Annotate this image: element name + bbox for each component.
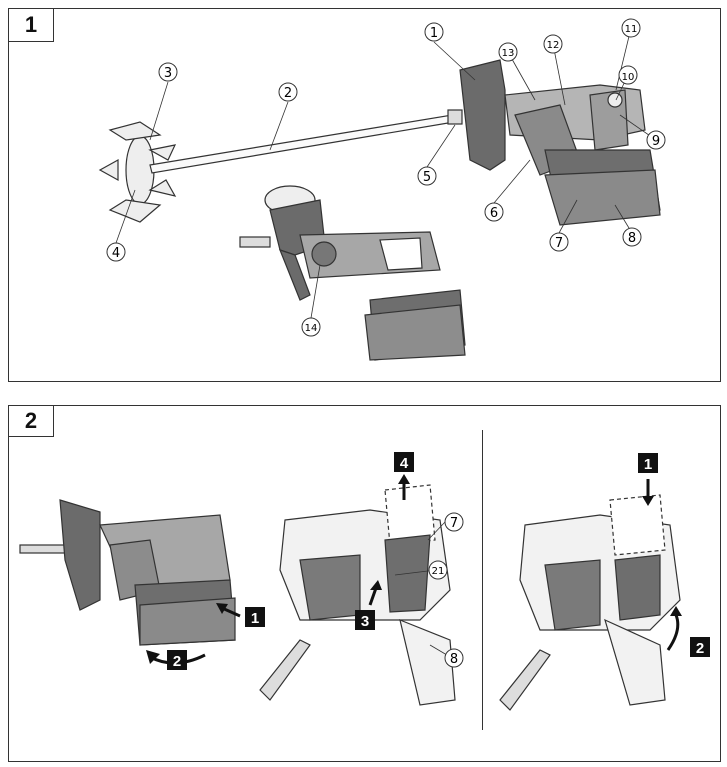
fig2-callout-7: 7 <box>444 512 464 532</box>
fig2-callout-8: 8 <box>444 648 464 668</box>
svg-text:6: 6 <box>490 206 498 221</box>
figure-1-number: 1 <box>24 12 38 37</box>
svg-text:3: 3 <box>361 613 369 630</box>
svg-text:21: 21 <box>432 566 445 577</box>
svg-text:8: 8 <box>450 652 458 667</box>
svg-text:13: 13 <box>502 48 515 59</box>
svg-text:2: 2 <box>173 653 181 670</box>
svg-text:1: 1 <box>644 456 652 473</box>
callout-12: 12 <box>543 34 563 54</box>
svg-text:1: 1 <box>430 26 438 41</box>
svg-text:4: 4 <box>112 246 120 261</box>
middle-step-4: 4 <box>394 452 414 472</box>
svg-text:2: 2 <box>696 640 704 657</box>
callout-4: 4 <box>106 242 126 262</box>
callout-13: 13 <box>498 42 518 62</box>
svg-text:5: 5 <box>423 170 431 185</box>
fig2-right-tool <box>499 494 681 711</box>
right-step-1: 1 <box>638 453 658 473</box>
callout-6: 6 <box>484 202 504 222</box>
callout-10: 10 <box>618 65 638 85</box>
svg-text:7: 7 <box>450 516 458 531</box>
svg-text:14: 14 <box>305 323 318 334</box>
callout-7: 7 <box>549 232 569 252</box>
left-step-1: 1 <box>245 607 265 627</box>
figure-2-divider <box>482 430 483 730</box>
mixing-paddle <box>98 121 177 223</box>
left-step-2: 2 <box>167 650 187 670</box>
figure-2-number: 2 <box>24 408 38 433</box>
fig2-callout-21: 21 <box>428 560 448 580</box>
mixing-shaft <box>149 109 463 174</box>
svg-text:7: 7 <box>555 236 563 251</box>
fig2-left-tool <box>19 499 236 646</box>
mixer-tool-detail <box>239 185 466 361</box>
figure-2-tab: 2 <box>8 405 54 437</box>
svg-text:3: 3 <box>164 66 172 81</box>
callout-8: 8 <box>622 227 642 247</box>
callout-14: 14 <box>301 317 321 337</box>
svg-text:1: 1 <box>251 610 259 627</box>
fig2-middle-tool <box>259 484 456 706</box>
right-step-2: 2 <box>690 637 710 657</box>
middle-step-3: 3 <box>355 610 375 630</box>
callout-5: 5 <box>417 166 437 186</box>
svg-text:2: 2 <box>284 86 292 101</box>
callout-11: 11 <box>621 18 641 38</box>
callout-3: 3 <box>158 62 178 82</box>
figure-1-tab: 1 <box>8 8 54 42</box>
callout-2: 2 <box>278 82 298 102</box>
svg-text:12: 12 <box>547 40 560 51</box>
mixer-tool-main <box>459 59 661 226</box>
svg-text:11: 11 <box>625 24 638 35</box>
svg-text:4: 4 <box>400 455 409 472</box>
svg-text:10: 10 <box>622 72 635 83</box>
callout-9: 9 <box>646 130 666 150</box>
svg-text:8: 8 <box>628 231 636 246</box>
svg-text:9: 9 <box>652 134 660 149</box>
callout-1: 1 <box>424 22 444 42</box>
